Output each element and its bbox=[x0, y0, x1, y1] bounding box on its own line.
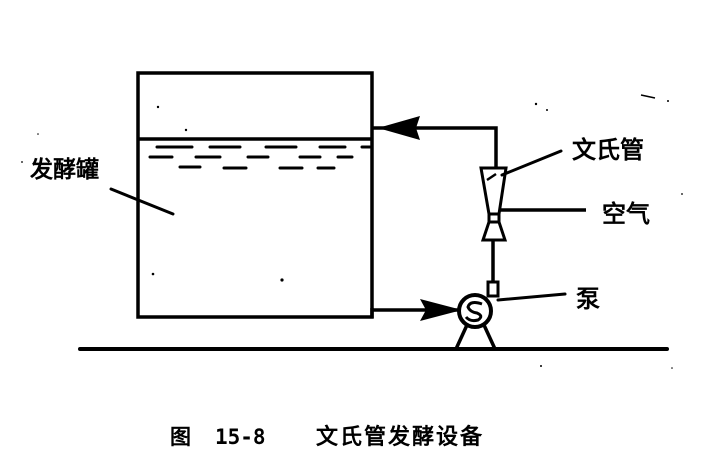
air-label: 空气 bbox=[602, 200, 650, 228]
return-arrow-icon bbox=[378, 116, 420, 140]
pump-icon bbox=[454, 293, 497, 350]
pump-label: 泵 bbox=[576, 285, 600, 313]
venturi-label: 文氏管 bbox=[572, 136, 644, 164]
return-pipe bbox=[372, 126, 498, 168]
fermenter-tank bbox=[136, 71, 374, 319]
liquid-ripples bbox=[148, 145, 372, 170]
pump-outlet-fitting bbox=[486, 280, 500, 298]
figure-caption: 图 15-8 文氏管发酵设备 bbox=[170, 424, 484, 450]
fermenter-label: 发酵罐 bbox=[29, 156, 99, 183]
venturi-tube bbox=[479, 166, 508, 242]
venturi-leader-line bbox=[500, 149, 563, 177]
caption-number: 15-8 bbox=[215, 425, 266, 449]
caption-title: 文氏管发酵设备 bbox=[316, 424, 484, 450]
fermenter-leader-line bbox=[109, 187, 175, 216]
caption-prefix: 图 bbox=[170, 425, 191, 449]
pump-leader-line bbox=[496, 292, 567, 302]
outlet-arrow-icon bbox=[420, 299, 462, 321]
